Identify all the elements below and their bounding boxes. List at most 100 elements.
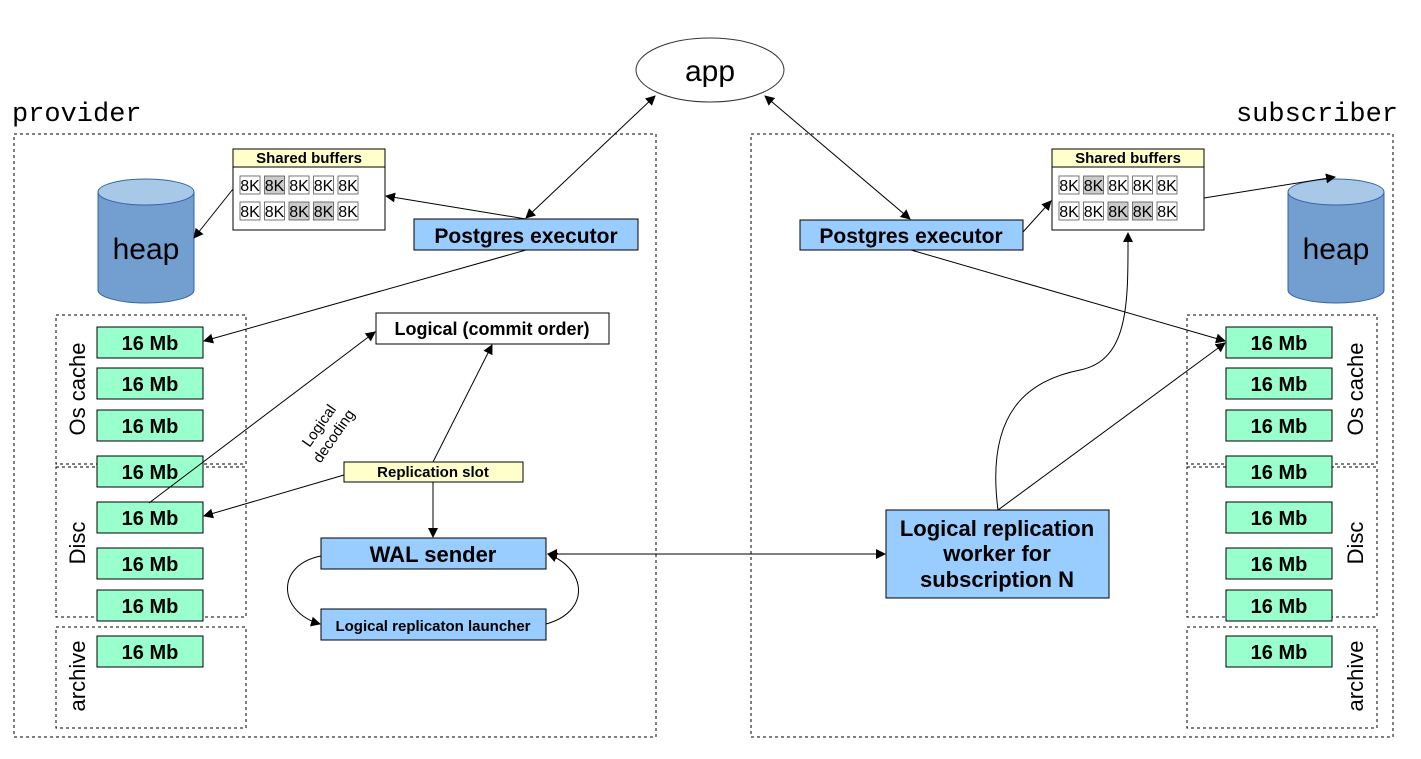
replication-slot-label: Replication slot [377, 464, 489, 481]
provider-os-cache-segment: 16 Mb [96, 326, 204, 359]
subscriber-heap[interactable]: heap [1287, 178, 1385, 304]
provider-archive-segment: 16 Mb [96, 635, 204, 668]
logical-replication-worker[interactable]: Logical replication worker for subscript… [885, 509, 1110, 599]
provider-page-cell-label: 8K [240, 178, 260, 195]
provider-page-cell-label: 8K [265, 204, 285, 221]
subscriber-disc-segment: 16 Mb [1225, 501, 1333, 534]
subscriber-executor[interactable]: Postgres executor [799, 219, 1024, 251]
subscriber-page-cell-label: 8K [1084, 204, 1104, 221]
provider-heap[interactable]: heap [97, 178, 195, 304]
provider-page-cell: 8K [264, 175, 285, 195]
provider-page-cell: 8K [239, 201, 261, 221]
arrow-sub-executor-to-wal [910, 249, 1226, 344]
provider-segment-label: 16 Mb [122, 374, 179, 396]
arrow-sub-executor-to-buffers [1022, 200, 1052, 233]
provider-page-cell: 8K [288, 201, 310, 221]
subscriber-disc-segment: 16 Mb [1225, 455, 1333, 488]
arrow-launcher-to-wal-sender [545, 552, 579, 625]
subscriber-archive-segment: 16 Mb [1225, 635, 1333, 668]
worker-label-line1: Logical replication [900, 516, 1094, 541]
replication-slot[interactable]: Replication slot [343, 461, 524, 483]
provider-page-cell-label: 8K [338, 204, 358, 221]
provider-executor[interactable]: Postgres executor [413, 218, 639, 251]
worker-label-line3: subscription N [920, 567, 1074, 592]
arrow-slot-to-logical [432, 344, 493, 463]
subscriber-archive-panel [1186, 626, 1378, 729]
provider-os-cache-segment: 16 Mb [96, 367, 204, 400]
subscriber-disc-segment: 16 Mb [1225, 589, 1333, 622]
subscriber-segment-label: 16 Mb [1251, 416, 1308, 438]
provider-os-cache-label: Os cache [65, 343, 90, 436]
subscriber-page-cell-label: 8K [1157, 204, 1177, 221]
provider-page-cell: 8K [313, 201, 334, 221]
subscriber-segment-label: 16 Mb [1251, 374, 1308, 396]
subscriber-title: subscriber [1236, 100, 1398, 130]
provider-disc-segment: 16 Mb [96, 547, 204, 580]
arrow-wal-sender-to-launcher [287, 555, 322, 627]
provider-segment-label: 16 Mb [122, 333, 179, 355]
app-label: app [685, 55, 735, 88]
subscriber-shared-buffers-title: Shared buffers [1075, 150, 1181, 167]
connectors [148, 95, 1336, 627]
subscriber-frame [750, 133, 1394, 738]
arrow-decoding-to-logical [148, 331, 376, 504]
wal-sender[interactable]: WAL sender [320, 537, 547, 570]
wal-sender-label: WAL sender [370, 542, 497, 567]
subscriber-segment-label: 16 Mb [1251, 333, 1308, 355]
provider-title: provider [12, 100, 142, 130]
subscriber-os-cache-segment: 16 Mb [1225, 326, 1333, 359]
provider-disc-segment: 16 Mb [96, 455, 204, 488]
provider-shared-buffers-title: Shared buffers [256, 150, 362, 167]
provider-executor-label: Postgres executor [434, 225, 617, 248]
subscriber-os-cache-segment: 16 Mb [1225, 409, 1333, 442]
subscriber-page-cell-label: 8K [1059, 204, 1079, 221]
subscriber-page-cell: 8K [1083, 201, 1104, 221]
subscriber-wal-segments: 16 Mb 16 Mb 16 Mb 16 Mb 16 Mb 16 Mb 16 Mb 16 Mb [1225, 326, 1333, 668]
subscriber-disc-label: Disc [1343, 522, 1368, 565]
subscriber-segment-label: 16 Mb [1251, 554, 1308, 576]
subscriber-page-cell-label: 8K [1133, 178, 1153, 195]
subscriber-page-cell-label: 8K [1157, 178, 1177, 195]
subscriber-page-cell: 8K [1156, 201, 1178, 221]
subscriber-page-cell: 8K [1132, 201, 1153, 221]
provider-page-cell-label: 8K [265, 178, 285, 195]
subscriber-archive-label: archive [1343, 641, 1368, 712]
subscriber-segment-label: 16 Mb [1251, 462, 1308, 484]
subscriber-page-cell-label: 8K [1084, 178, 1104, 195]
arrow-worker-to-buffers [995, 232, 1134, 511]
provider-archive-label: archive [65, 641, 90, 712]
provider-page-cell: 8K [313, 175, 334, 195]
subscriber-page-cell-label: 8K [1133, 204, 1153, 221]
provider-disc-segment: 16 Mb [96, 501, 204, 534]
arrow-app-provider-executor [525, 95, 656, 219]
provider-page-cell-label: 8K [338, 178, 358, 195]
logical-replication-launcher[interactable]: Logical replicaton launcher [320, 608, 547, 641]
subscriber-page-cell: 8K [1107, 175, 1129, 195]
subscriber-page-cell: 8K [1058, 201, 1080, 221]
subscriber-page-cell: 8K [1107, 201, 1129, 221]
provider-page-cell-label: 8K [289, 178, 309, 195]
subscriber-segment-label: 16 Mb [1251, 508, 1308, 530]
provider-segment-label: 16 Mb [122, 416, 179, 438]
app-node[interactable]: app [635, 37, 785, 103]
subscriber-page-cell: 8K [1083, 175, 1104, 195]
subscriber-executor-label: Postgres executor [819, 225, 1002, 248]
provider-os-cache-segment: 16 Mb [96, 409, 204, 442]
logical-decoding-label: Logical decoding [299, 402, 359, 466]
provider-page-cell: 8K [337, 201, 359, 221]
arrow-executor-to-wal [203, 249, 527, 344]
arrow-worker-to-wal [997, 342, 1226, 511]
arrow-sub-buffers-to-heap [1203, 173, 1336, 199]
provider-heap-label: heap [113, 233, 180, 266]
provider-archive-panel [55, 626, 247, 729]
provider-page-cell-label: 8K [289, 204, 309, 221]
provider-page-cell: 8K [264, 201, 285, 221]
logical-commit-order[interactable]: Logical (commit order) [375, 312, 610, 345]
logical-commit-order-label: Logical (commit order) [394, 319, 589, 339]
